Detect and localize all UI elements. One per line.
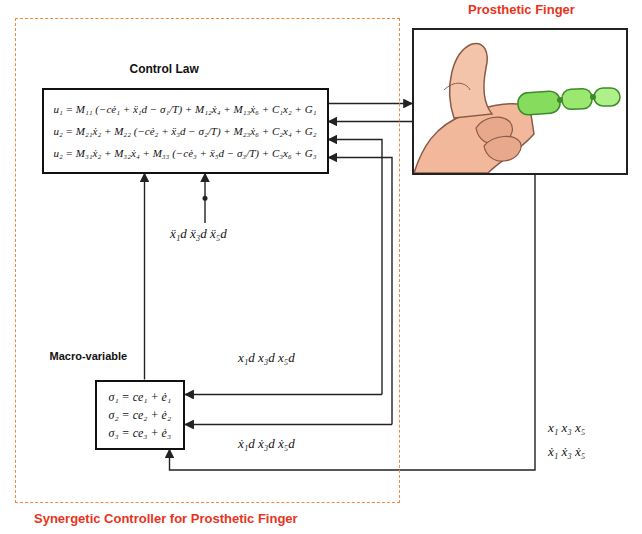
signal-arrow bbox=[170, 175, 536, 470]
signal-arrow bbox=[144, 174, 145, 380]
thumb-shape bbox=[450, 44, 492, 118]
panel-title: Prosthetic Finger bbox=[468, 2, 575, 17]
equation-line: σ₃ = ce₃ + ė₃ bbox=[109, 424, 172, 442]
photo-frame bbox=[412, 28, 628, 175]
prosthetic-tip bbox=[594, 88, 620, 106]
signal-label: x₁ x₃ x₅ bbox=[548, 420, 585, 436]
equation-box: σ₁ = ce₁ + ė₁σ₂ = ce₂ + ė₂σ₃ = ce₃ + ė₃ bbox=[95, 380, 186, 450]
hand-illustration bbox=[414, 30, 626, 173]
reference-wire bbox=[185, 394, 382, 395]
reference-wire bbox=[329, 158, 393, 425]
reference-wire bbox=[185, 424, 392, 425]
signal-label: ẋ₁ ẋ₃ ẋ₅ bbox=[548, 444, 585, 460]
joint-dot bbox=[557, 97, 563, 103]
equation-box: u₁ = M₁₁ (−cė₁ + ẍ₁d − σ₁/T) + M₁₂ẋ₄ + M… bbox=[42, 88, 329, 174]
equation-line: u₁ = M₁₁ (−cė₁ + ẍ₁d − σ₁/T) + M₁₂ẋ₄ + M… bbox=[54, 98, 317, 120]
skin-crease bbox=[444, 83, 470, 90]
prosthetic-segment bbox=[561, 88, 592, 110]
joint-dot bbox=[590, 94, 596, 100]
block-heading: Control Law bbox=[130, 62, 199, 76]
equation-line: u₂ = M₃₁ẋ₂ + M₃₂ẋ₄ + M₃₃ (−cė₃ + ẍ₅d − σ… bbox=[54, 142, 317, 164]
equation-line: σ₁ = ce₁ + ė₁ bbox=[109, 388, 172, 406]
prosthetic-segment bbox=[517, 91, 560, 116]
junction-dot bbox=[203, 196, 208, 201]
block-heading: Macro-variable bbox=[50, 350, 128, 362]
signal-label: ẋ₁d ẋ₃d ẋ₅d bbox=[238, 436, 295, 452]
region-title: Synergetic Controller for Prosthetic Fin… bbox=[34, 511, 298, 526]
signal-label: x₁d x₃d x₅d bbox=[238, 350, 295, 366]
equation-line: u₂ = M₂₁ẋ₂ + M₂₂ (−cė₂ + ẍ₃d − σ₂/T) + M… bbox=[54, 120, 317, 142]
curled-finger bbox=[484, 136, 521, 161]
equation-line: σ₂ = ce₂ + ė₂ bbox=[109, 406, 172, 424]
controller-region: Synergetic Controller for Prosthetic Fin… bbox=[15, 18, 400, 503]
reference-wire bbox=[329, 140, 383, 395]
signal-label: ẍ₁d ẍ₃d ẍ₅d bbox=[170, 226, 227, 242]
